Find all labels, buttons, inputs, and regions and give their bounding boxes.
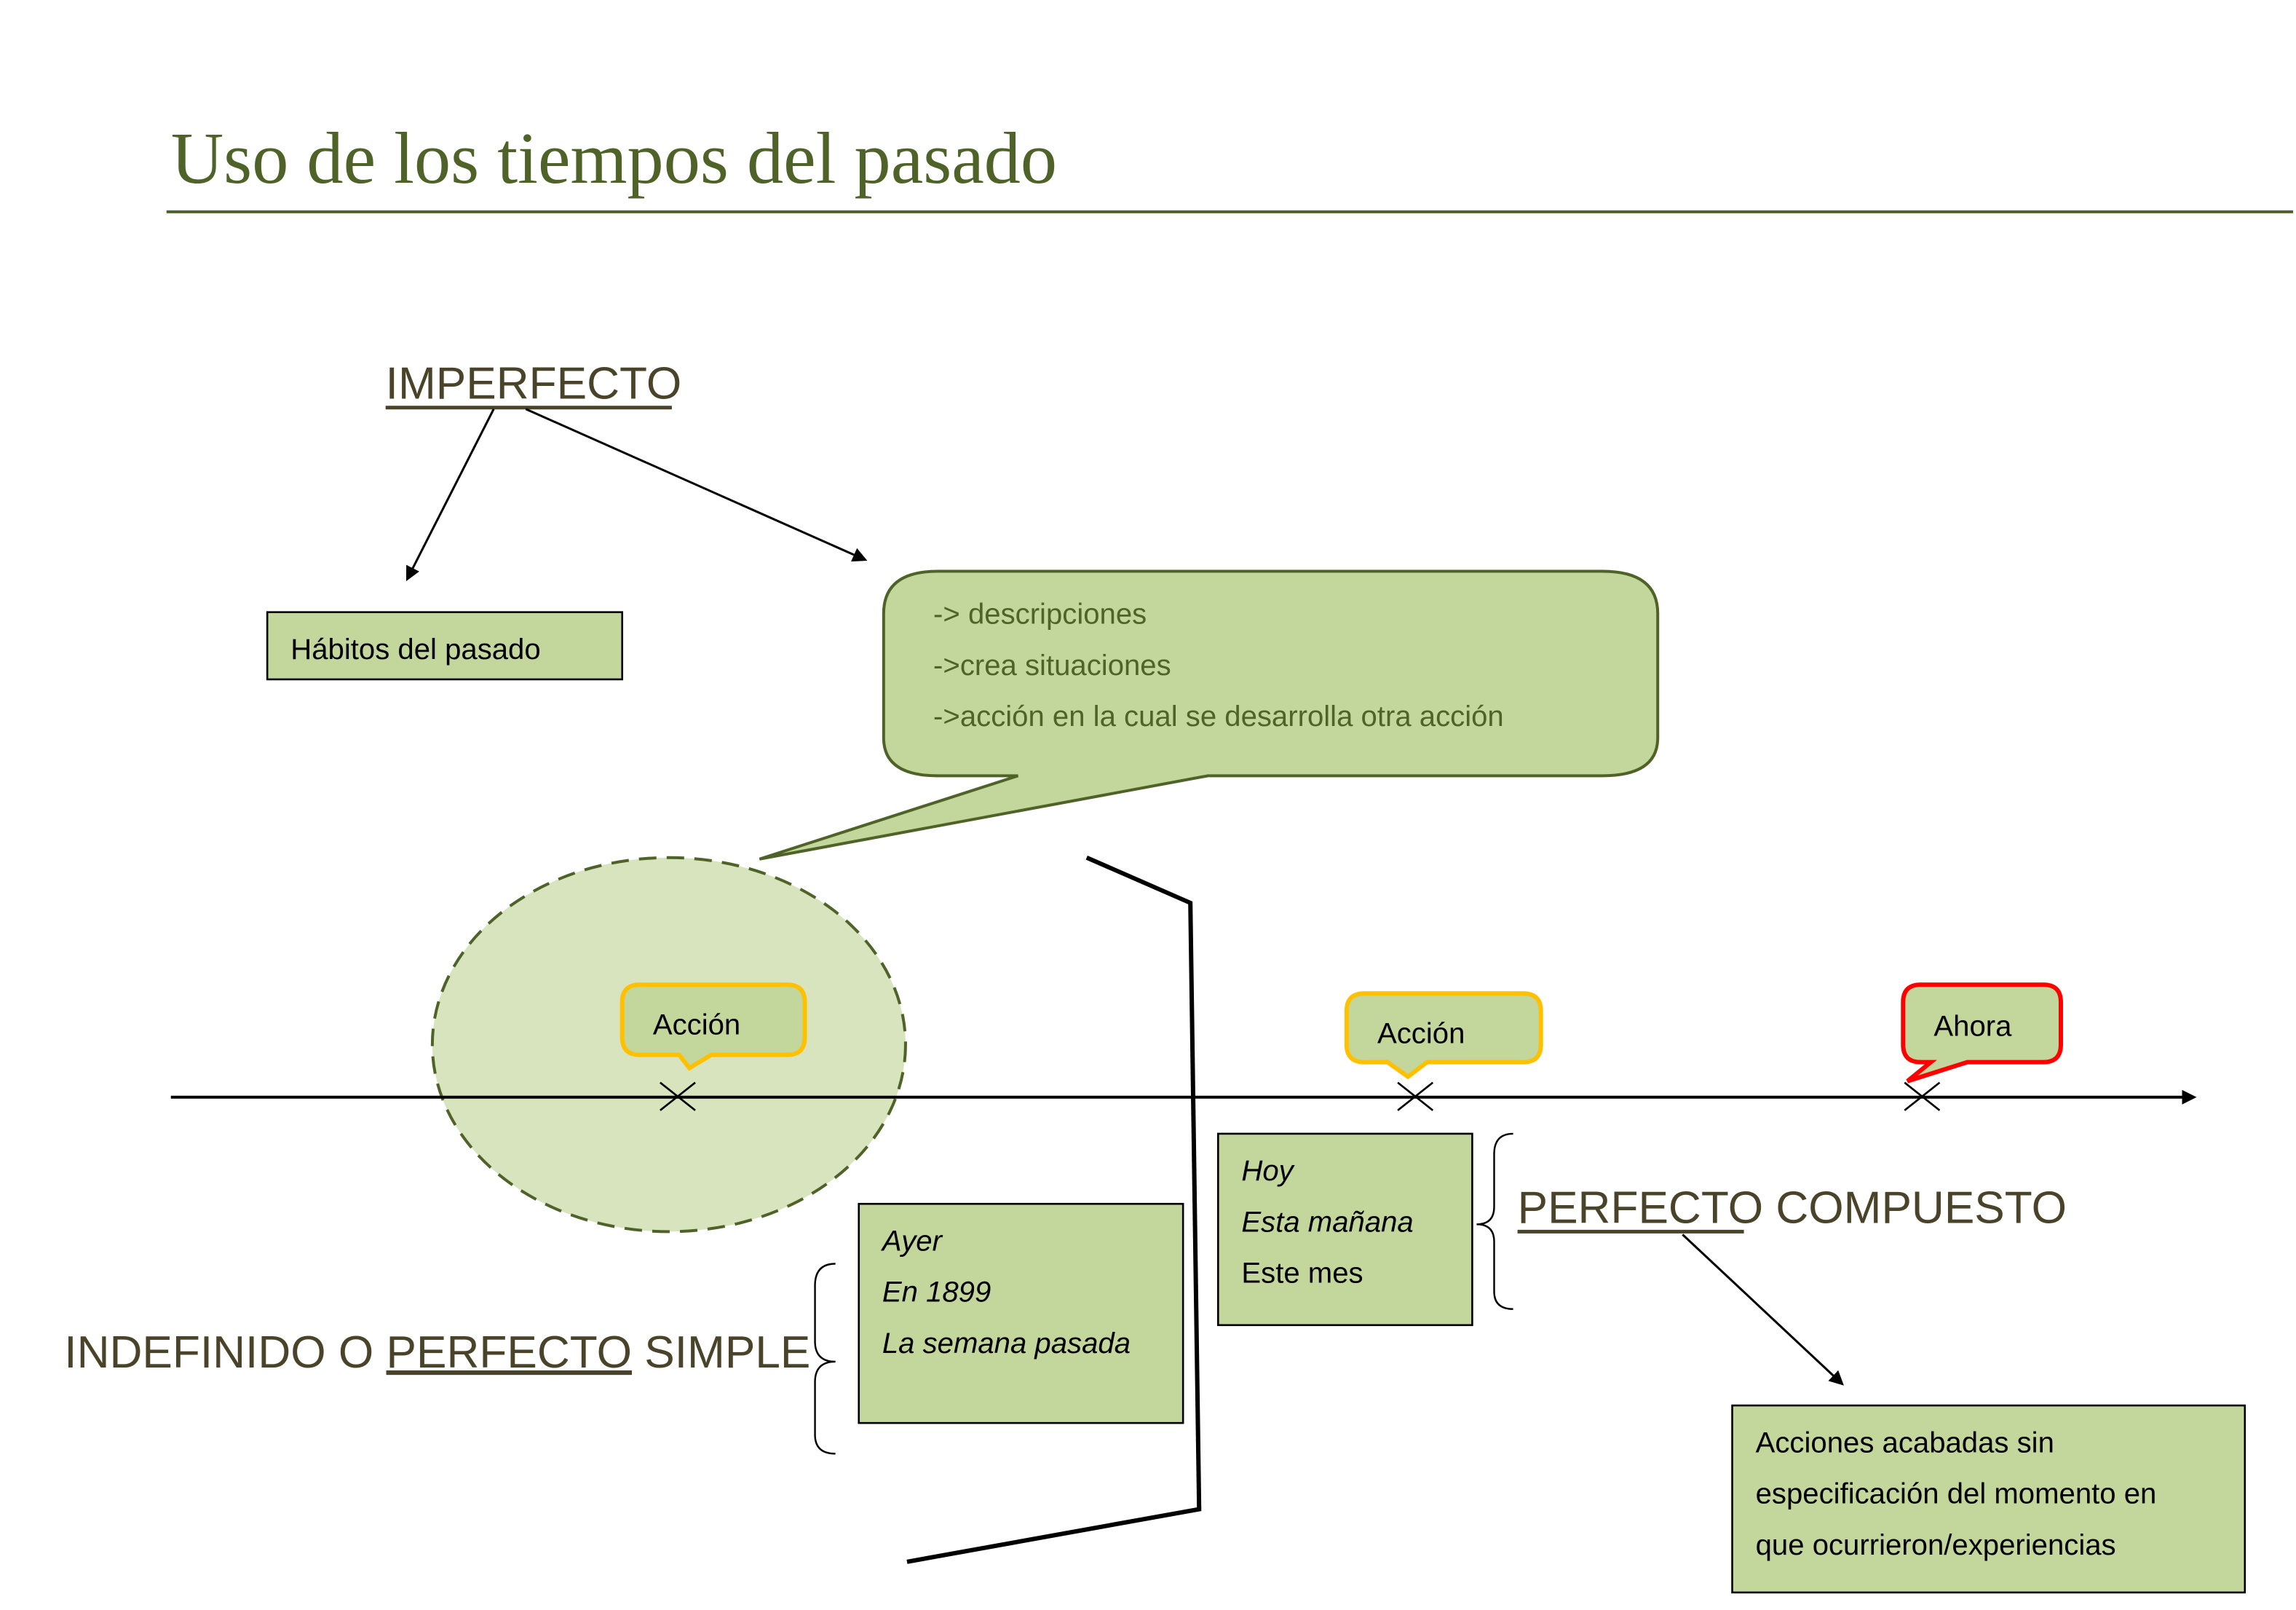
description-line: Acciones acabadas sin	[1756, 1426, 2054, 1459]
indefinido-examples-box	[858, 1202, 1184, 1424]
example-item: Hoy	[1241, 1154, 1295, 1187]
action-label: Acción	[1377, 1017, 1465, 1050]
example-item: En 1899	[882, 1276, 991, 1309]
period-separator-bracket	[906, 855, 1202, 1564]
compuesto-examples-box	[1217, 1132, 1473, 1327]
habits-label: Hábitos del pasado	[290, 633, 540, 666]
description-line: que ocurrieron/experiencias	[1756, 1528, 2116, 1561]
indefinido-heading: INDEFINIDO O PERFECTO SIMPLE	[64, 1327, 810, 1378]
arrow-to-habits	[405, 409, 495, 582]
descriptions-callout	[759, 569, 1660, 861]
description-line: especificación del momento en	[1756, 1477, 2157, 1510]
brace-icon	[1476, 1132, 1513, 1310]
callout-line: ->crea situaciones	[933, 649, 1171, 682]
action-callout-recent	[1344, 991, 1543, 1080]
brace-icon	[814, 1263, 836, 1455]
compuesto-description-box	[1731, 1404, 2246, 1594]
arrow-to-description	[1682, 1234, 1844, 1386]
arrow-to-descriptions	[525, 408, 868, 562]
callout-line: -> descripciones	[933, 598, 1147, 631]
cross-mark-icon	[1397, 1081, 1434, 1111]
example-item: Ayer	[881, 1224, 943, 1257]
compuesto-heading: PERFECTO COMPUESTO	[1518, 1183, 2067, 1233]
imperfecto-heading: IMPERFECTO	[386, 359, 682, 409]
action-callout-past	[619, 982, 807, 1071]
now-label: Ahora	[1933, 1010, 2012, 1043]
habits-box	[266, 611, 624, 681]
action-label: Acción	[653, 1008, 740, 1041]
callout-line: ->acción en la cual se desarrolla otra a…	[933, 700, 1504, 733]
now-callout	[1901, 982, 2063, 1084]
example-item: La semana pasada	[882, 1327, 1131, 1360]
cross-mark-icon	[660, 1081, 696, 1111]
cross-mark-icon	[1904, 1081, 1941, 1111]
page-title: Uso de los tiempos del pasado	[171, 118, 1057, 199]
example-item: Esta mañana	[1241, 1205, 1413, 1238]
example-item: Este mes	[1241, 1257, 1363, 1290]
